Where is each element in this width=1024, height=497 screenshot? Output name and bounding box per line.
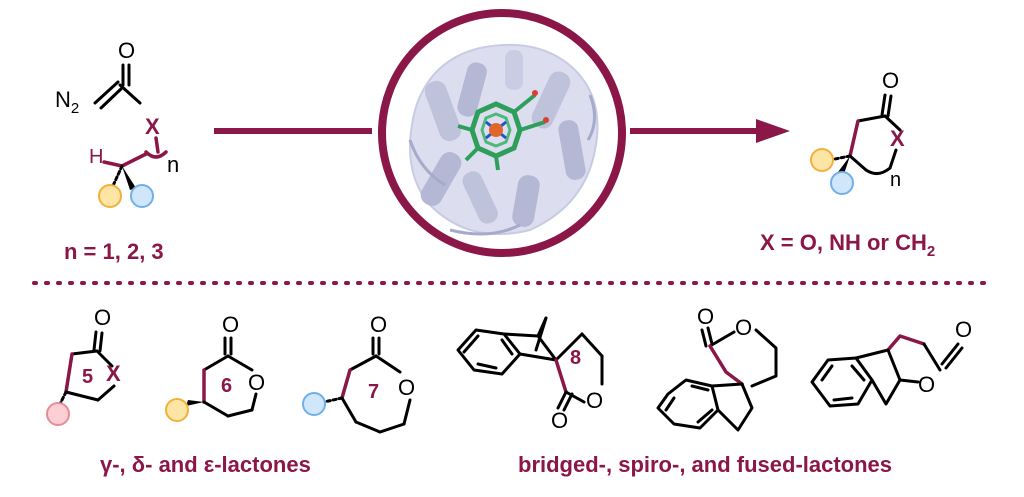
fused-lactone: O O bbox=[810, 317, 972, 408]
spiro-lactone: O O bbox=[656, 304, 778, 432]
epsilon-oxygen-ring: O bbox=[398, 375, 415, 400]
enzyme-illustration bbox=[378, 9, 626, 257]
substituent-yellow-icon-2 bbox=[165, 398, 189, 422]
bridged-oxygen-ring: O bbox=[586, 388, 603, 413]
fused-oxygen-carbonyl: O bbox=[955, 317, 972, 342]
product-substituent-yellow-icon bbox=[810, 148, 834, 172]
compound-number-8: 8 bbox=[570, 347, 581, 369]
product-carbonyl-oxygen: O bbox=[882, 68, 899, 93]
product-substituent-blue-icon bbox=[830, 171, 854, 195]
epsilon-lactone: O O 7 bbox=[302, 312, 415, 434]
gamma-oxygen: O bbox=[94, 305, 111, 330]
protein-cartoon bbox=[408, 43, 599, 236]
delta-oxygen-ring: O bbox=[248, 370, 265, 395]
substituent-yellow-icon bbox=[98, 184, 122, 208]
caption-bridged-spiro-fused: bridged-, spiro-, and fused-lactones bbox=[518, 452, 892, 477]
x-values-label: X = O, NH or CH2 bbox=[760, 230, 935, 260]
compound-number-6: 6 bbox=[221, 375, 232, 397]
carbonyl-oxygen: O bbox=[118, 38, 135, 63]
bridged-oxygen-carbonyl: O bbox=[551, 408, 568, 433]
hydrogen-label: H bbox=[89, 146, 103, 168]
caption-lactones: γ-, δ- and ε-lactones bbox=[100, 452, 311, 477]
reactant-structure: N2 O X n H bbox=[55, 38, 179, 208]
reactant-n-label: n bbox=[167, 152, 179, 177]
delta-lactone: O O 6 bbox=[165, 312, 265, 422]
epsilon-oxygen-carbonyl: O bbox=[370, 312, 387, 337]
compound-number-7: 7 bbox=[368, 381, 379, 403]
heme-cofactor bbox=[457, 90, 549, 171]
n-values-label: n = 1, 2, 3 bbox=[64, 239, 164, 264]
substituent-blue-icon-2 bbox=[302, 392, 326, 416]
delta-oxygen-carbonyl: O bbox=[222, 312, 239, 337]
spiro-oxygen-ring: O bbox=[735, 315, 752, 340]
substituent-blue-icon bbox=[130, 184, 154, 208]
gamma-lactone: O X 5 bbox=[46, 305, 121, 426]
fused-oxygen-ring: O bbox=[918, 372, 935, 397]
compound-number-5: 5 bbox=[82, 366, 93, 388]
reaction-arrow bbox=[214, 119, 790, 143]
gamma-x-atom: X bbox=[106, 361, 121, 386]
diazo-n-label: N2 bbox=[55, 87, 79, 117]
product-n-label: n bbox=[890, 169, 901, 191]
spiro-oxygen-carbonyl: O bbox=[697, 304, 714, 329]
product-structure: O X n bbox=[810, 68, 905, 195]
reactant-x-atom: X bbox=[145, 114, 160, 139]
product-x-atom: X bbox=[890, 126, 905, 151]
iron-atom bbox=[489, 123, 503, 137]
substituent-pink-icon bbox=[46, 402, 70, 426]
bridged-lactone: O O 8 bbox=[456, 316, 604, 433]
